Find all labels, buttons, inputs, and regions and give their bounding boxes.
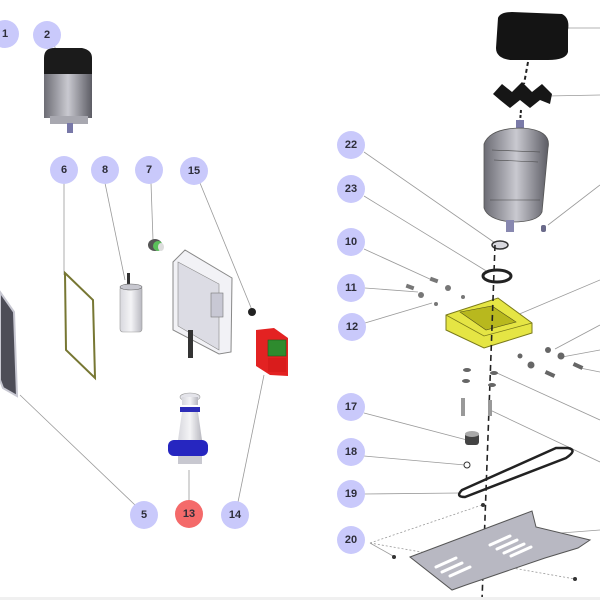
callout-2[interactable]: 2	[33, 21, 61, 49]
callout-23[interactable]: 23	[337, 175, 365, 203]
callout-15[interactable]: 15	[180, 157, 208, 185]
small-key-part	[541, 225, 546, 232]
callout-8[interactable]: 8	[91, 156, 119, 184]
callout-17[interactable]: 17	[337, 393, 365, 421]
fasteners-right	[462, 347, 584, 387]
gearbox-housing-part	[445, 297, 533, 349]
callout-19[interactable]: 19	[337, 480, 365, 508]
callout-14[interactable]: 14	[221, 501, 249, 529]
o-ring-part	[481, 268, 513, 284]
callout-1[interactable]: 1	[0, 20, 19, 48]
callout-11[interactable]: 11	[337, 274, 365, 302]
callout-6[interactable]: 6	[50, 156, 78, 184]
main-motor-part	[483, 120, 549, 232]
callout-18[interactable]: 18	[337, 438, 365, 466]
leader-lines	[19, 27, 600, 580]
callout-7[interactable]: 7	[135, 156, 163, 184]
switch-part	[256, 328, 288, 376]
callout-22[interactable]: 22	[337, 131, 365, 159]
callout-10[interactable]: 10	[337, 228, 365, 256]
base-tray-part	[408, 510, 592, 591]
capacitor-part	[119, 273, 143, 333]
gasket-part	[63, 270, 97, 381]
pulley-part	[465, 431, 479, 445]
nut-part	[248, 308, 256, 316]
cable-gland-part	[148, 239, 164, 251]
washer-part	[491, 240, 509, 250]
callout-5[interactable]: 5	[130, 501, 158, 529]
key-part	[463, 461, 471, 469]
fan-cover-part	[496, 12, 569, 60]
motor-part	[44, 48, 92, 133]
callout-12[interactable]: 12	[338, 313, 366, 341]
spindle-pulley-part	[168, 392, 208, 464]
cover-panel-part	[0, 290, 19, 398]
callout-20[interactable]: 20	[337, 526, 365, 554]
tray-screws	[392, 503, 577, 581]
fasteners-left	[405, 276, 465, 306]
callout-13[interactable]: 13	[175, 500, 203, 528]
electrical-box-part	[172, 249, 233, 358]
belt-part	[457, 446, 574, 499]
bolts-part	[461, 398, 492, 416]
fan-part	[493, 82, 552, 108]
bottom-edge	[0, 597, 600, 600]
